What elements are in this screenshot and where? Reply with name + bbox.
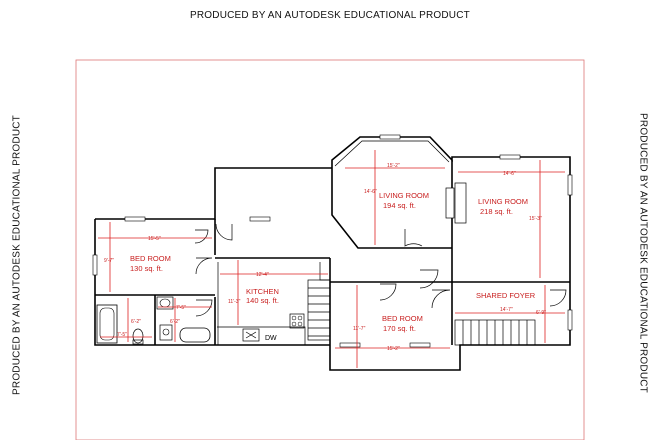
room-name-bed-room-1: BED ROOM (130, 254, 171, 263)
dim-kitchen-depth: 11'-3" (228, 299, 241, 305)
dim-foyer-depth: 6'-9" (536, 310, 546, 316)
toilet (132, 328, 144, 345)
room-name-kitchen: KITCHEN (246, 287, 279, 296)
dim-lr1-depth: 14'-6" (364, 189, 377, 195)
dim-bath-width: 7'-5" (117, 332, 127, 338)
watermark-top: PRODUCED BY AN AUTODESK EDUCATIONAL PROD… (190, 10, 470, 21)
bathtub (96, 304, 118, 344)
room-area-kitchen: 140 sq. ft. (246, 296, 279, 305)
stairs-foyer (454, 319, 536, 346)
room-labels: LIVING ROOM 194 sq. ft. LIVING ROOM 218 … (130, 191, 536, 333)
window (499, 154, 521, 160)
clawfoot-tub (179, 327, 211, 343)
window (249, 216, 271, 222)
window (339, 342, 361, 348)
room-area-bed-room-1: 130 sq. ft. (130, 264, 163, 273)
window (92, 254, 98, 276)
window (379, 134, 401, 140)
dim-lr2-width: 14'-6" (503, 171, 516, 177)
window (567, 309, 573, 331)
dishwasher-label: DW (265, 335, 277, 342)
dimension-labels: 15'-2" 14'-6" 14'-6" 15'-3" 15'-5" 9'-7"… (104, 163, 546, 352)
window (124, 216, 146, 222)
room-area-living-room-1: 194 sq. ft. (383, 201, 416, 210)
room-area-bed-room-2: 170 sq. ft. (383, 324, 416, 333)
dim-bath-depth: 6'-2" (131, 319, 141, 325)
room-name-living-room-2: LIVING ROOM (478, 197, 528, 206)
dim-br1-width: 15'-5" (148, 236, 161, 242)
windows (92, 134, 573, 348)
dim-br2-depth: 11'-7" (353, 326, 366, 332)
sheet-border (75, 59, 585, 440)
dim-closet-depth: 6'-2" (170, 319, 180, 325)
kitchen-sink (242, 328, 260, 342)
kitchen-counter (217, 262, 306, 345)
interior-walls (95, 160, 570, 345)
stove (289, 313, 305, 329)
room-area-living-room-2: 218 sq. ft. (480, 207, 513, 216)
window (409, 342, 431, 348)
room-name-shared-foyer: SHARED FOYER (476, 291, 536, 300)
dim-lr2-depth: 15'-3" (529, 216, 542, 222)
stairs-left (307, 279, 331, 341)
dim-br2-width: 15'-2" (387, 346, 400, 352)
window (567, 174, 573, 196)
room-name-living-room-1: LIVING ROOM (379, 191, 429, 200)
dim-br1-depth: 9'-7" (104, 258, 114, 264)
fireplace (445, 182, 467, 224)
room-name-bed-room-2: BED ROOM (382, 314, 423, 323)
dim-lr1-width: 15'-2" (387, 163, 400, 169)
dimension-lines (98, 150, 565, 368)
dim-kitchen-width: 12'-4" (256, 272, 269, 278)
dim-closet-width: 7'-5" (176, 305, 186, 311)
dim-foyer-width: 14'-7" (500, 307, 513, 313)
